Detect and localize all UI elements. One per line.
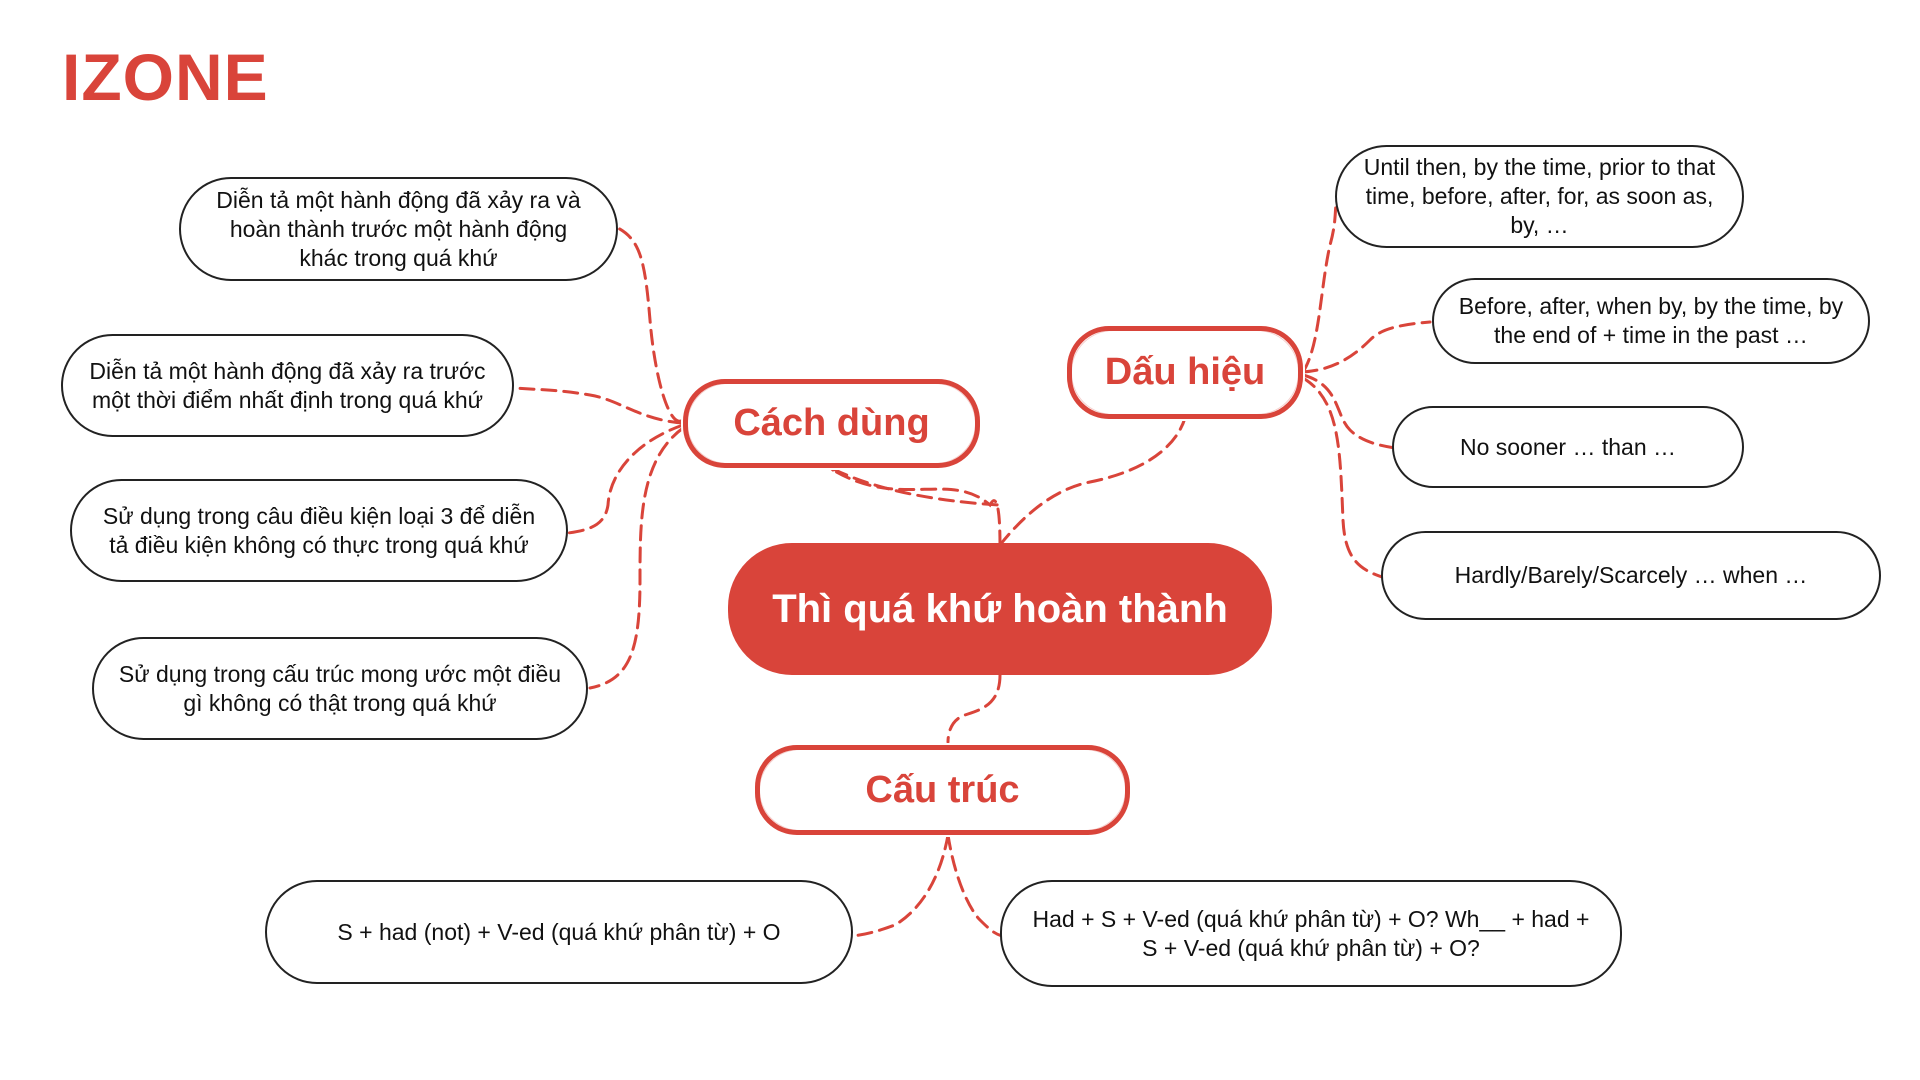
branch-signs-label: Dấu hiệu	[1104, 351, 1266, 393]
izone-logo: IZONE	[62, 40, 269, 114]
branch-structure-label: Cấu trúc	[865, 768, 1020, 811]
branch-signs: Dấu hiệu	[1067, 326, 1303, 419]
usage-item: Diễn tả một hành động đã xảy ra trước mộ…	[61, 334, 514, 437]
signs-item: Before, after, when by, by the time, by …	[1432, 278, 1870, 364]
usage-item: Diễn tả một hành động đã xảy ra và hoàn …	[179, 177, 618, 281]
branch-usage: Cách dùng	[683, 379, 980, 468]
usage-item: Sử dụng trong cấu trúc mong ước một điều…	[92, 637, 588, 740]
center-node: Thì quá khứ hoàn thành	[728, 543, 1272, 675]
signs-item: No sooner … than …	[1392, 406, 1744, 488]
branch-usage-label: Cách dùng	[733, 402, 930, 444]
usage-item: Sử dụng trong câu điều kiện loại 3 để di…	[70, 479, 568, 582]
structure-item: Had + S + V-ed (quá khứ phân từ) + O? Wh…	[1000, 880, 1622, 987]
branch-structure: Cấu trúc	[755, 745, 1130, 835]
signs-item: Hardly/Barely/Scarcely … when …	[1381, 531, 1881, 620]
structure-item: S + had (not) + V-ed (quá khứ phân từ) +…	[265, 880, 853, 984]
signs-item: Until then, by the time, prior to that t…	[1335, 145, 1744, 248]
center-node-label: Thì quá khứ hoàn thành	[772, 586, 1228, 631]
